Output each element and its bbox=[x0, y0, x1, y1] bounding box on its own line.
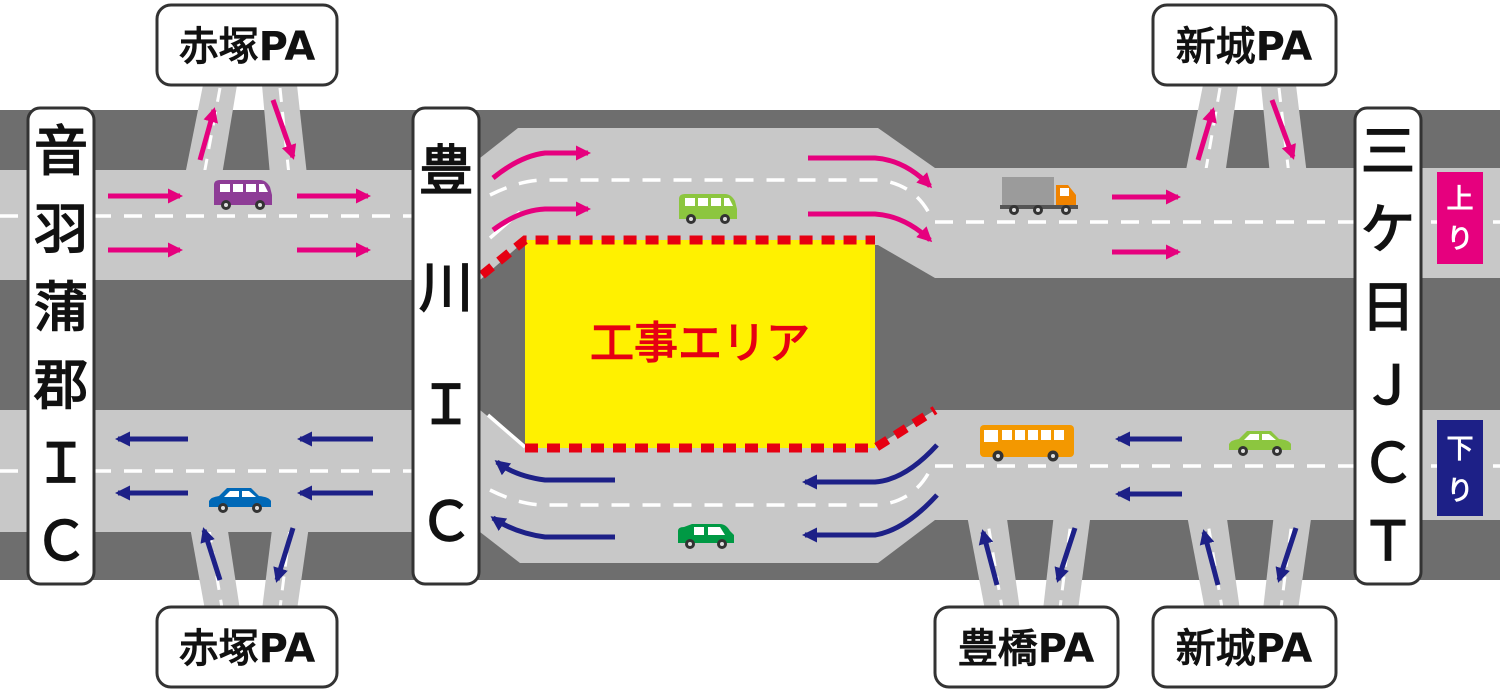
arrow-down-ramp-6 bbox=[1275, 527, 1299, 583]
upbound-lanes bbox=[0, 128, 1500, 280]
dir-down-badge: 下 り 下り bbox=[1437, 420, 1483, 516]
pa-label-bottom-left: 赤塚PA bbox=[155, 605, 339, 689]
middle-ic-label: 豊川ＩＣ bbox=[419, 140, 473, 554]
arrow-down-ramp-5 bbox=[1199, 529, 1221, 586]
downbound-arrows bbox=[115, 431, 1299, 586]
right-jct-box bbox=[1353, 106, 1423, 586]
arrow-down-ramp-3 bbox=[978, 529, 1000, 586]
dir-up-char-1: 上 bbox=[1447, 184, 1474, 215]
pa-top-right-text: 新城PA bbox=[1176, 24, 1313, 70]
arrow-up-8 bbox=[808, 211, 933, 243]
pa-label-bottom-right: 新城PA bbox=[1151, 605, 1338, 689]
lime-car-icon bbox=[1229, 431, 1291, 456]
dir-down-char-1: 下 bbox=[1447, 434, 1474, 465]
arrow-down-ramp-4 bbox=[1054, 527, 1078, 583]
arrow-down-5 bbox=[494, 459, 615, 483]
work-area: 工事エリア bbox=[479, 235, 938, 453]
arrow-up-ramp-1 bbox=[197, 107, 218, 161]
pa-bottom-left-text: 赤塚PA bbox=[179, 626, 316, 672]
arrow-down-ramp-1 bbox=[200, 527, 223, 581]
dir-up-char-2: り bbox=[1447, 224, 1474, 255]
blue-car-icon bbox=[209, 488, 271, 513]
arrow-up-ramp-4 bbox=[1269, 99, 1296, 160]
bus-icon bbox=[980, 425, 1074, 462]
arrow-up-5 bbox=[491, 145, 591, 180]
middle-ic-box bbox=[411, 106, 481, 586]
green-van-icon bbox=[679, 194, 737, 224]
right-jct-label: 三ケ日ＪＣＴ bbox=[1361, 120, 1415, 573]
pa-bottom-mid-text: 豊橋PA bbox=[958, 626, 1095, 672]
arrow-up-7 bbox=[808, 155, 933, 189]
left-ic-box bbox=[26, 106, 96, 586]
dir-down-char-2: り bbox=[1447, 476, 1474, 507]
purple-van-icon bbox=[214, 180, 272, 210]
pa-label-bottom-mid: 豊橋PA bbox=[933, 605, 1120, 689]
truck-icon bbox=[1000, 177, 1078, 215]
pa-label-top-left: 赤塚PA bbox=[155, 3, 339, 87]
pa-label-top-right: 新城PA bbox=[1151, 3, 1338, 87]
arrow-up-ramp-3 bbox=[1195, 107, 1217, 161]
green-car-icon bbox=[678, 524, 734, 549]
upbound-arrows bbox=[108, 99, 1296, 260]
work-area-label: 工事エリア bbox=[590, 318, 810, 369]
dir-up-badge: 上 り 上り bbox=[1437, 172, 1483, 264]
arrow-down-7 bbox=[802, 443, 939, 490]
arrow-up-6 bbox=[491, 201, 591, 233]
downbound-lanes bbox=[0, 410, 1500, 563]
arrow-down-ramp-2 bbox=[273, 527, 296, 583]
pa-top-left-text: 赤塚PA bbox=[179, 24, 316, 70]
arrow-down-8 bbox=[802, 493, 939, 543]
vertical-labels: 音羽蒲郡ＩＣ 豊川ＩＣ 三ケ日ＪＣＴ bbox=[33, 120, 1415, 573]
left-ic-label: 音羽蒲郡ＩＣ bbox=[33, 120, 88, 573]
arrow-down-6 bbox=[490, 515, 615, 540]
pa-bottom-right-text: 新城PA bbox=[1176, 626, 1313, 672]
arrow-up-ramp-2 bbox=[270, 99, 297, 160]
